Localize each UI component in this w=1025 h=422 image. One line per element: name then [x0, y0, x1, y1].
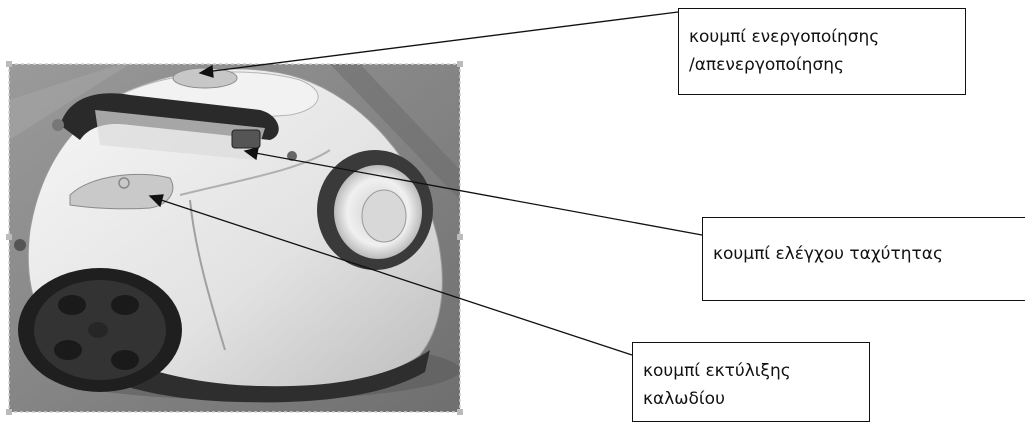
resize-handle [6, 409, 12, 415]
power-button-label: κουμπί ενεργοποίησης /απενεργοποίησης [678, 8, 966, 95]
front-wheel [18, 268, 182, 392]
cord-button-label: κουμπί εκτύλιξης καλωδίου [632, 342, 870, 422]
arrowhead-icon [243, 147, 259, 161]
label-line: καλωδίου [643, 389, 725, 409]
resize-handle [457, 61, 463, 67]
arrowhead-icon [148, 194, 164, 208]
label-line: κουμπί ελέγχου ταχύτητας [713, 244, 943, 264]
label-line: κουμπί εκτύλιξης [643, 361, 791, 381]
label-line: /απενεργοποίησης [689, 55, 844, 75]
resize-handle [457, 409, 463, 415]
cord-rewind-button [69, 173, 174, 210]
label-line: κουμπί ενεργοποίησης [689, 27, 880, 47]
power-callout-line [204, 11, 679, 73]
cord-callout-line [154, 197, 633, 356]
resize-handle [6, 234, 12, 240]
speed-callout-line [249, 151, 703, 236]
power-button [172, 67, 238, 89]
arrowhead-icon [198, 64, 214, 78]
resize-handle [6, 61, 12, 67]
speed-control-knob [231, 129, 261, 149]
resize-handle [457, 234, 463, 240]
vacuum-cleaner-photo [9, 64, 460, 412]
speed-button-label: κουμπί ελέγχου ταχύτητας [702, 217, 1025, 301]
